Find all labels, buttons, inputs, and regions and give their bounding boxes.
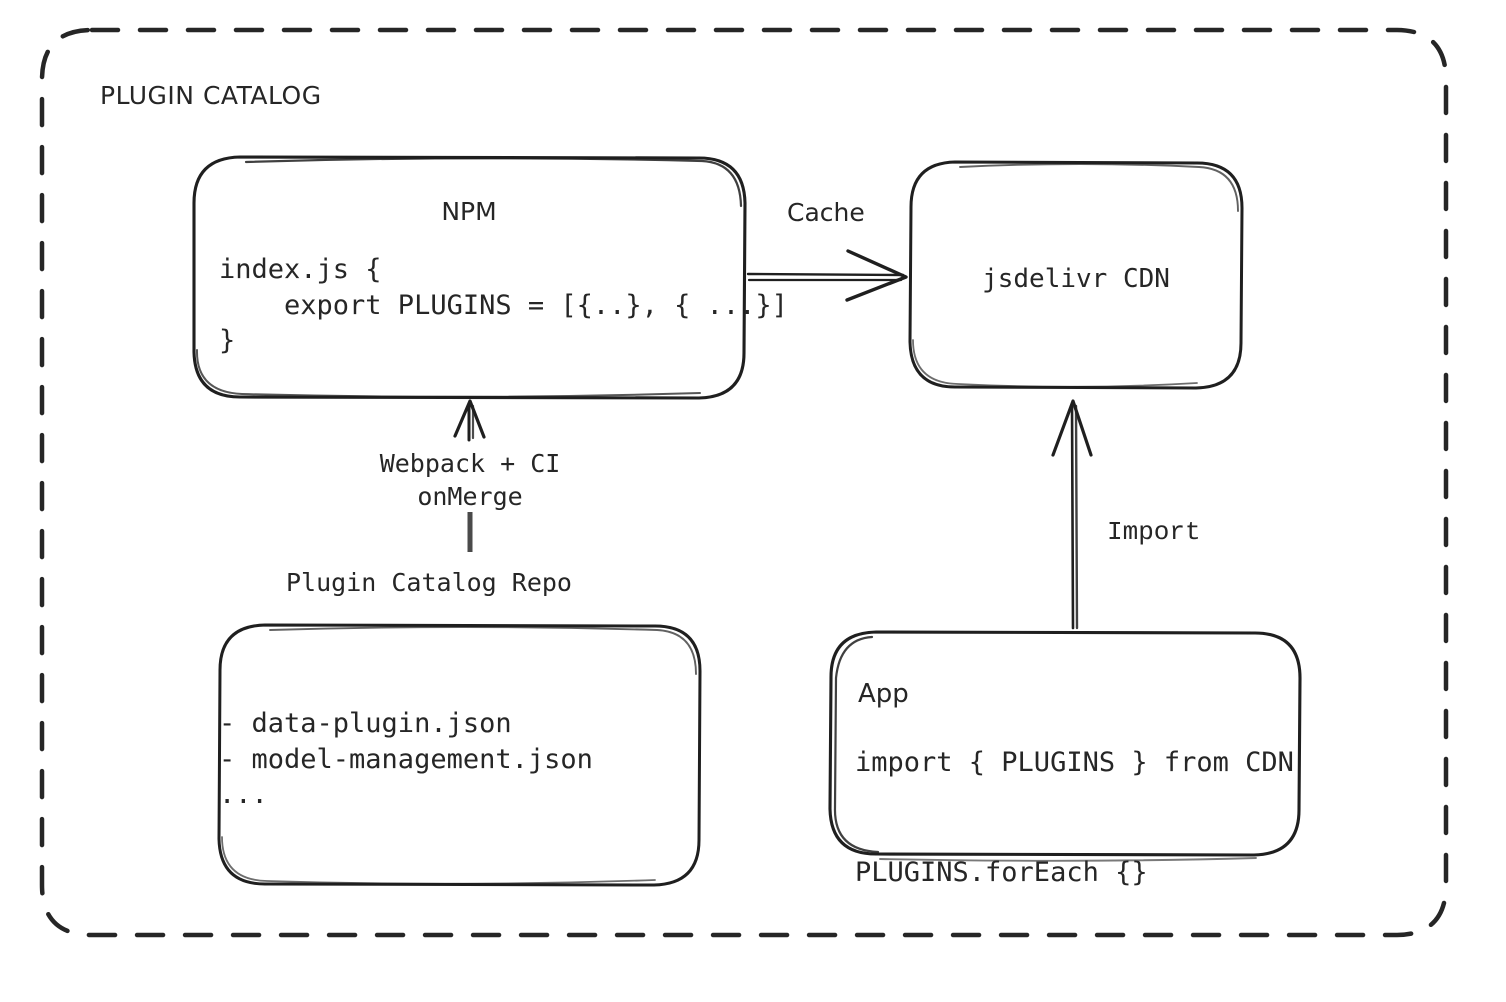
repo-node-file-list: - data-plugin.json - model-management.js…: [219, 708, 593, 811]
build-edge-label: Webpack + CI onMerge: [379, 449, 561, 511]
group-title: PLUGIN CATALOG: [100, 81, 322, 110]
repo-node-caption: Plugin Catalog Repo: [286, 568, 572, 597]
import-edge-label: Import: [1107, 517, 1201, 547]
cdn-node-shape: [908, 160, 1244, 390]
group-boundary: [39, 27, 1449, 938]
import-arrow: [1051, 399, 1093, 630]
cache-edge-label: Cache: [787, 198, 865, 227]
app-node-code: import { PLUGINS } from CDN PLUGINS.forE…: [855, 747, 1294, 889]
app-node-title: App: [858, 679, 909, 709]
app-node-shape: [828, 630, 1302, 862]
npm-node-code: index.js { export PLUGINS = [{..}, { ...…: [219, 254, 788, 357]
build-arrow: [453, 399, 486, 552]
cache-arrow: [746, 249, 908, 302]
npm-node-shape: [192, 155, 747, 400]
npm-node-title: NPM: [441, 197, 497, 226]
cdn-node-title: jsdelivr CDN: [982, 264, 1170, 294]
repo-node-shape: [217, 623, 702, 887]
